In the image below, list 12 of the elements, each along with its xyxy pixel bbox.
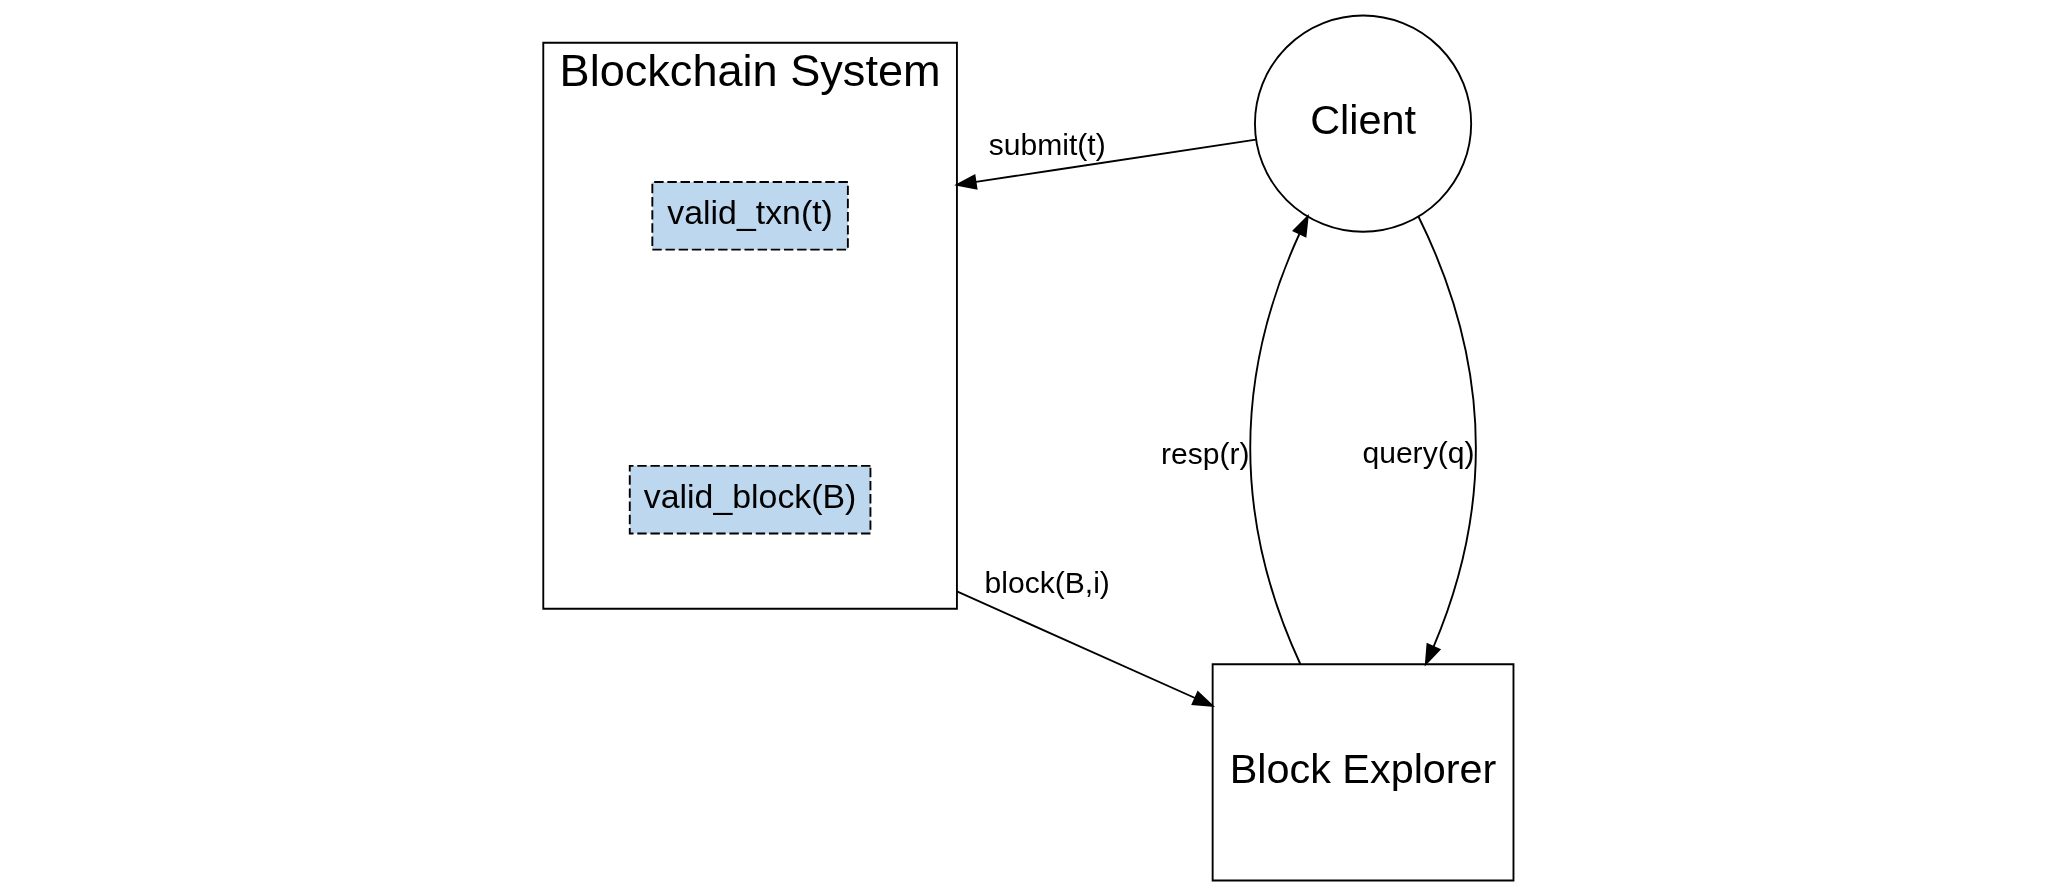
edge-label: block(B,i) (984, 566, 1110, 600)
node-box: Block Explorer (1211, 663, 1514, 882)
node-box: valid_block(B) (628, 464, 871, 535)
edge-label: resp(r) (1160, 436, 1249, 470)
edge-label: submit(t) (988, 128, 1106, 162)
arrow (1248, 213, 1309, 665)
arrow (955, 590, 1215, 707)
node-box: valid_txn(t) (650, 181, 849, 251)
arrow (953, 138, 1257, 190)
node-circle: Client (1253, 14, 1472, 233)
edge-label: query(q) (1361, 436, 1474, 470)
arrow (1416, 215, 1477, 667)
